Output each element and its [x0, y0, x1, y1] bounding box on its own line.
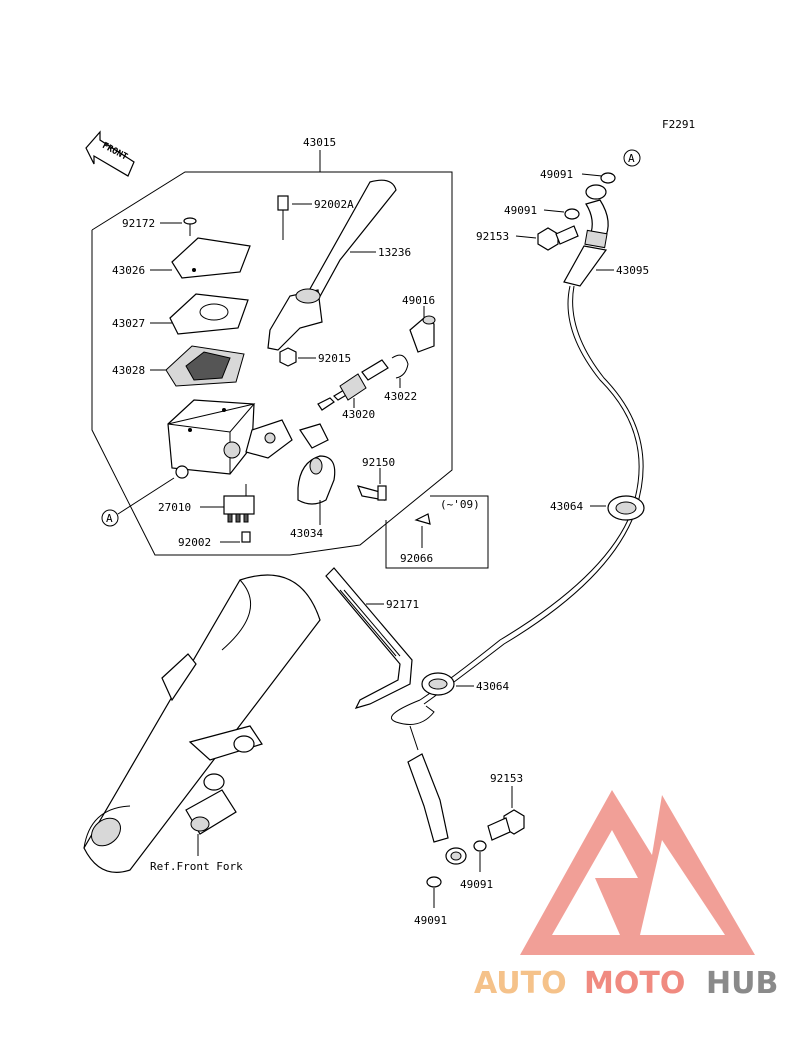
diagram-code: F2291	[662, 118, 695, 131]
banjo-bolt-92153-bottom	[487, 809, 525, 841]
label-43022: 43022	[384, 390, 417, 403]
label-49016: 49016	[402, 294, 435, 307]
label-92153-top: 92153	[476, 230, 509, 243]
label-92153-bottom: 92153	[490, 772, 523, 785]
label-43020: 43020	[342, 408, 375, 421]
cap-92066	[414, 513, 431, 525]
label-13236: 13236	[378, 246, 411, 259]
brake-lever-13236	[267, 179, 397, 351]
label-49091-top-b: 49091	[504, 204, 537, 217]
callout-a-body-letter: A	[106, 512, 113, 525]
automotohub-logo-mark	[520, 790, 755, 955]
cap-plate	[169, 293, 249, 335]
circlip-43022	[391, 354, 409, 379]
assembly-outline	[91, 171, 453, 556]
label-92150: 92150	[362, 456, 395, 469]
hose-loop	[391, 699, 435, 725]
label-43095: 43095	[616, 264, 649, 277]
bolt-92150	[356, 485, 387, 501]
clamp-43034	[297, 455, 336, 518]
watermark-hub: HUB	[706, 966, 778, 1001]
ref-front-fork-label: Ref.Front Fork	[150, 860, 243, 873]
washer-49091-mid	[564, 208, 580, 220]
hose-fitting-lower	[407, 753, 467, 865]
nut-92015	[279, 347, 297, 367]
label-92002A: 92002A	[314, 198, 354, 211]
automotohub-watermark: AUTO MOTO HUB	[474, 966, 778, 1001]
label-92002: 92002	[178, 536, 211, 549]
callout-a-hose-letter: A	[628, 152, 635, 165]
label-43034: 43034	[290, 527, 323, 540]
master-cylinder-body	[167, 399, 293, 479]
callout-a-body	[101, 509, 119, 527]
clamp-bracket	[299, 423, 329, 449]
washer-49091-top	[600, 172, 616, 184]
washer-49091-bottom-b	[426, 876, 442, 888]
note-box	[385, 495, 489, 569]
hose-fitting-43095	[563, 184, 609, 287]
watermark-moto: MOTO	[584, 966, 685, 1001]
screw-92172	[183, 217, 197, 236]
washer-49091-bottom-a	[473, 840, 487, 852]
brake-hose-line	[419, 285, 640, 701]
label-92015: 92015	[318, 352, 351, 365]
label-43028: 43028	[112, 364, 145, 377]
label-92066: 92066	[400, 552, 433, 565]
label-27010: 27010	[158, 501, 191, 514]
callout-a-hose	[623, 149, 641, 167]
grommet-43064-top	[607, 495, 645, 521]
watermark-auto: AUTO	[474, 966, 567, 1001]
label-43026: 43026	[112, 264, 145, 277]
bracket-92171	[325, 567, 413, 709]
front-fork-reference	[83, 574, 321, 873]
reservoir-cap	[171, 237, 251, 279]
boot-49016	[409, 315, 436, 353]
label-43027: 43027	[112, 317, 145, 330]
switch-27010	[223, 484, 255, 523]
piston-kit-43020	[317, 359, 389, 411]
label-49091-bottom-a: 49091	[460, 878, 493, 891]
label-92171: 92171	[386, 598, 419, 611]
grommet-43064-bottom	[421, 672, 455, 696]
front-arrow-icon: FRONT	[85, 130, 135, 177]
bolt-92002A	[277, 195, 289, 240]
note-text: (~'09)	[440, 498, 480, 511]
label-92172: 92172	[122, 217, 155, 230]
screw-92002	[241, 531, 251, 543]
label-43064-top: 43064	[550, 500, 583, 513]
label-43015: 43015	[303, 136, 336, 149]
label-49091-bottom-b: 49091	[414, 914, 447, 927]
banjo-bolt-92153-top	[537, 225, 579, 251]
label-43064-bottom: 43064	[476, 680, 509, 693]
label-49091-top-a: 49091	[540, 168, 573, 181]
